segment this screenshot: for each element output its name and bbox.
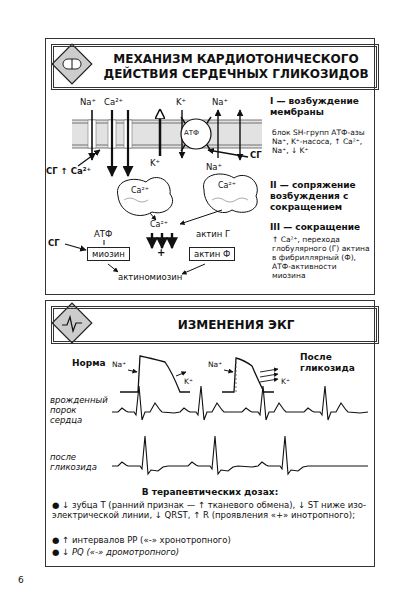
condition-label: После гликозида <box>300 352 370 374</box>
block-cross <box>207 117 211 123</box>
atp-link <box>104 240 105 245</box>
atpase-pump <box>181 119 211 149</box>
membrane-line <box>72 148 262 149</box>
drug-label: СГ <box>250 150 262 160</box>
ion-label: Ca²⁺ <box>150 220 168 230</box>
ion-label: Na⁺ <box>212 97 228 107</box>
ion-label: Na⁺ <box>80 97 96 107</box>
na-arrow <box>224 370 233 372</box>
ca-release-arrow <box>150 213 156 220</box>
cell-membrane <box>72 120 262 148</box>
ion-label: Na⁺ <box>208 360 222 369</box>
ion-label: K⁺ <box>150 158 160 168</box>
effect-item: ● ↓ зубца Т (ранний признак — ↑ тканевог… <box>52 500 370 520</box>
stage-heading: III — сокращение <box>270 222 372 233</box>
ecg-icon <box>62 317 82 331</box>
ca-influx-arrow <box>127 110 129 176</box>
ecg-trace <box>112 436 368 474</box>
cg-arrow <box>208 150 248 157</box>
molecule-label: актин Г <box>196 229 230 239</box>
ecg-trace <box>112 386 368 420</box>
membrane-line <box>72 120 262 121</box>
list-heading: В терапевтических дозах: <box>45 487 375 498</box>
ion-label: Ca²⁺ <box>218 181 236 191</box>
block-cross <box>181 117 185 123</box>
process-box: актин Ф <box>189 247 235 261</box>
enzyme-label: АТФ <box>184 129 199 137</box>
k-arrow <box>260 374 278 377</box>
na-pump-arrow <box>217 110 218 158</box>
action-potential <box>222 358 274 392</box>
cg-arrow <box>78 150 100 166</box>
box-label: актин Ф <box>194 249 230 259</box>
cristae <box>124 198 148 202</box>
pill-icon <box>63 59 81 69</box>
ion-label: K⁺ <box>176 97 186 107</box>
membrane-line <box>72 123 262 124</box>
membrane-line <box>72 145 262 146</box>
stage-heading: II — сопряжение возбуждения с сокращение… <box>270 180 372 212</box>
k-arrow <box>260 369 278 372</box>
ion-label: Na⁺ <box>206 162 222 172</box>
icon-diamond <box>52 303 92 343</box>
ca-influx-arrow <box>111 110 113 176</box>
ca-action-arrow <box>171 233 173 248</box>
plus-sign: + <box>157 247 165 259</box>
action-potential-normal-ref <box>236 358 237 392</box>
ion-label: Ca²⁺ <box>104 97 123 107</box>
cg-arrow <box>65 244 86 250</box>
ion-label: Ca²⁺ <box>131 186 149 196</box>
effect-item: ● ↓ PQ («-» дромотропного) <box>52 547 370 557</box>
panel-title: ИЗМЕНЕНИЯ ЭКГ <box>51 306 379 344</box>
block-cross <box>181 145 185 151</box>
na-arrow <box>128 370 137 372</box>
molecule-label: актиномиозин <box>118 272 182 282</box>
reaction-arrow <box>108 264 118 272</box>
cristae <box>212 198 248 202</box>
effect-item: ● ↑ интервалов PP («-» хронотропного) <box>52 535 370 545</box>
na-influx-arrow <box>91 110 93 160</box>
k-arrow <box>176 372 186 376</box>
reticulum <box>204 174 258 213</box>
stage-note: ↑ Ca²⁺, перехода глобулярного (Г) актина… <box>272 235 372 280</box>
drug-label: СГ ↑ Ca²⁺ <box>46 166 91 176</box>
condition-label: Норма <box>72 358 106 369</box>
pill-icon-line <box>72 59 73 69</box>
ion-exchange-arrow <box>239 110 240 160</box>
panel: ИЗМЕНЕНИЯ ЭКГ <box>45 300 375 567</box>
reaction-arrow <box>182 264 205 274</box>
ca-release-arrow <box>180 210 222 224</box>
drug-label: СГ <box>48 238 60 248</box>
action-potential <box>120 356 190 392</box>
ion-label: K⁺ <box>184 377 193 386</box>
page-number: 6 <box>18 575 24 586</box>
box-label: миозин <box>92 249 125 259</box>
ion-label: K⁺ <box>281 377 290 386</box>
ca-action-arrow <box>151 233 153 248</box>
icon-diamond <box>52 44 92 84</box>
reticulum <box>117 178 172 216</box>
process-box: миозин <box>87 247 130 261</box>
molecule-label: АТФ <box>94 229 112 239</box>
stage-heading: I — возбуждение мембраны <box>270 96 372 118</box>
trace-label: после гликозида <box>50 452 110 472</box>
k-efflux-arrow <box>159 110 162 156</box>
ion-label: Na⁺ <box>112 360 126 369</box>
stage-note: блок SH-групп АТФ-азы Na⁺, K⁺-насоса, ↑ … <box>272 128 372 155</box>
trace-label: врожденный порок сердца <box>50 395 110 426</box>
k-arrow <box>260 379 278 382</box>
panel-title: МЕХАНИЗМ КАРДИОТОНИЧЕСКОГО ДЕЙСТВИЯ СЕРД… <box>51 44 379 90</box>
ca-action-arrow <box>161 233 163 248</box>
